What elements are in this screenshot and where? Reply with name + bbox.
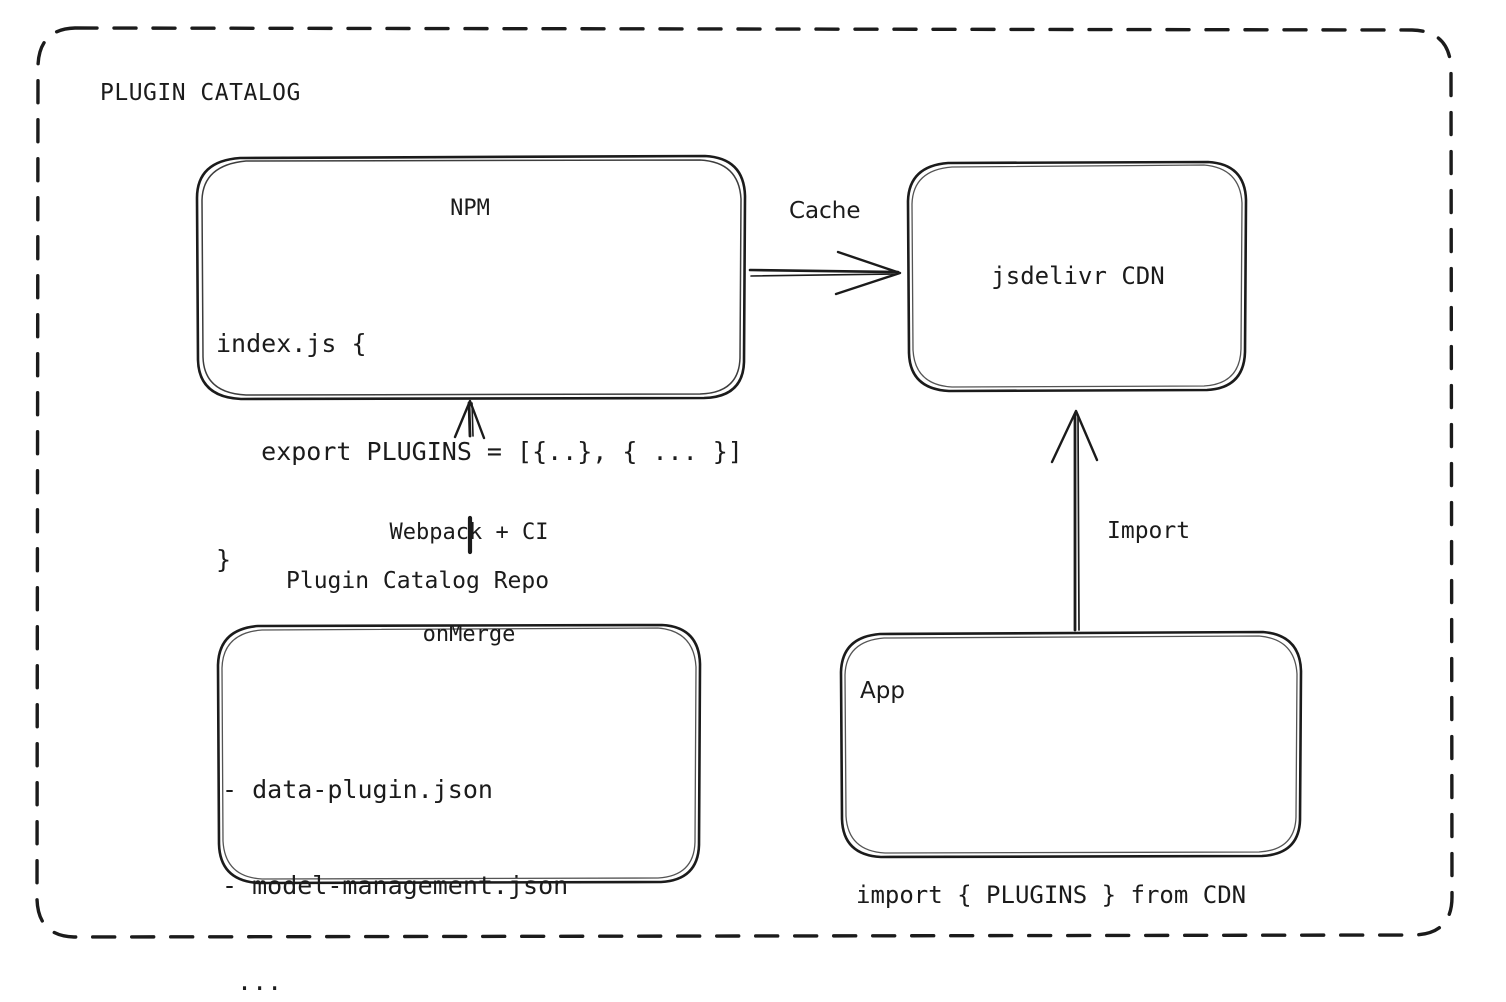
import-arrow bbox=[1050, 409, 1099, 632]
repo-node-title: Plugin Catalog Repo bbox=[286, 568, 550, 594]
app-code-line-1: import { PLUGINS } from CDN bbox=[856, 881, 1247, 909]
npm-code-line-2: export PLUGINS = [{..}, { ... }] bbox=[216, 437, 743, 466]
npm-node-code: index.js { export PLUGINS = [{..}, { ...… bbox=[216, 254, 743, 650]
repo-file-list: - data-plugin.json - model-management.js… bbox=[222, 710, 568, 1002]
build-edge-label: Webpack + CI onMerge bbox=[373, 448, 565, 720]
npm-node-title: NPM bbox=[450, 196, 490, 221]
page-title: PLUGIN CATALOG bbox=[100, 80, 301, 106]
cache-edge-label: Cache bbox=[789, 198, 861, 224]
app-node-title: App bbox=[860, 678, 905, 704]
repo-file-item-3: ... bbox=[222, 967, 283, 996]
build-edge-label-line-1: Webpack + CI bbox=[389, 520, 549, 545]
repo-file-item-1: - data-plugin.json bbox=[222, 775, 493, 804]
import-edge-label: Import bbox=[1107, 518, 1191, 544]
build-edge-label-line-2: onMerge bbox=[422, 622, 516, 647]
npm-code-line-1: index.js { bbox=[216, 329, 367, 358]
cdn-node-title: jsdelivr CDN bbox=[991, 262, 1165, 290]
npm-code-line-3: } bbox=[216, 545, 232, 574]
repo-file-item-2: - model-management.json bbox=[222, 871, 569, 900]
cache-arrow bbox=[748, 250, 902, 296]
app-node-code: import { PLUGINS } from CDN PLUGINS.forE… bbox=[856, 740, 1246, 1002]
